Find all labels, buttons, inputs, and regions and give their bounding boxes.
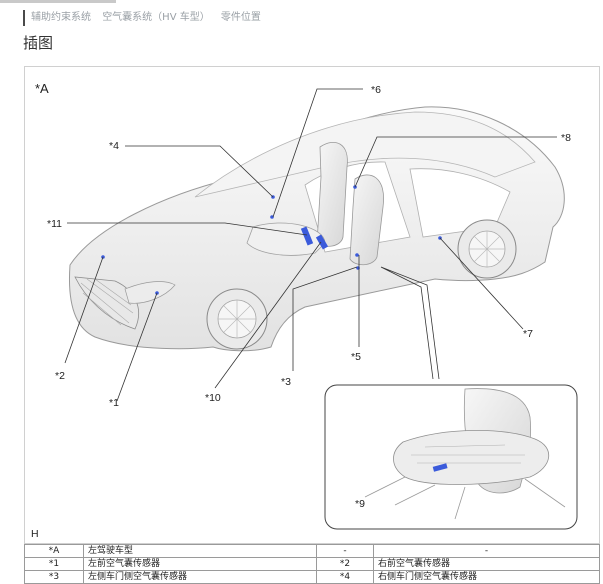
callout-9: *9: [355, 498, 365, 510]
legend-code: -: [316, 544, 374, 558]
legend-code: *4: [316, 570, 374, 584]
legend-code: *A: [24, 544, 84, 558]
callout-3: *3: [281, 376, 291, 388]
car-body: [68, 106, 565, 352]
table-row: *1 左前空气囊传感器 *2 右前空气囊传感器: [24, 557, 600, 571]
table-row: *A 左驾驶车型 - -: [24, 544, 600, 558]
illustration-figure: *A H *1 *2 *3 *4 *5 *6 *7 *8 *9 *10 *11: [24, 66, 600, 544]
legend-code: *3: [24, 570, 84, 584]
top-strip-mark: [0, 0, 116, 3]
legend-desc: 左侧车门侧空气囊传感器: [83, 570, 317, 584]
callout-7: *7: [523, 328, 533, 340]
breadcrumb-item[interactable]: 空气囊系统（HV 车型）: [102, 12, 210, 23]
callout-4: *4: [109, 140, 119, 152]
legend-desc: 右侧车门侧空气囊传感器: [373, 570, 600, 584]
legend-code: *2: [316, 557, 374, 571]
legend-table: *A 左驾驶车型 - - *1 左前空气囊传感器 *2 右前空气囊传感器 *3 …: [24, 544, 600, 584]
figure-footer-label: H: [31, 528, 39, 540]
legend-desc: 右前空气囊传感器: [373, 557, 600, 571]
legend-desc: -: [373, 544, 600, 558]
table-row: *3 左侧车门侧空气囊传感器 *4 右侧车门侧空气囊传感器: [24, 570, 600, 584]
callout-5: *5: [351, 351, 361, 363]
callout-6: *6: [371, 84, 381, 96]
car-illustration: *A H *1 *2 *3 *4 *5 *6 *7 *8 *9 *10 *11: [31, 81, 578, 540]
legend-desc: 左前空气囊传感器: [83, 557, 317, 571]
breadcrumb: 辅助约束系统 空气囊系统（HV 车型） 零件位置: [23, 10, 269, 26]
legend-code: *1: [24, 557, 84, 571]
breadcrumb-item[interactable]: 辅助约束系统: [31, 12, 91, 23]
callout-10: *10: [205, 392, 221, 404]
callout-11: *11: [47, 218, 62, 230]
callout-8: *8: [561, 132, 571, 144]
breadcrumb-item[interactable]: 零件位置: [220, 12, 261, 23]
seat-inset: [324, 384, 578, 530]
legend-desc: 左驾驶车型: [83, 544, 317, 558]
top-strip: [0, 0, 603, 4]
figure-corner-label: *A: [35, 81, 49, 96]
section-title: 插图: [23, 34, 54, 52]
callout-2: *2: [55, 370, 65, 382]
callout-1: *1: [109, 397, 119, 409]
